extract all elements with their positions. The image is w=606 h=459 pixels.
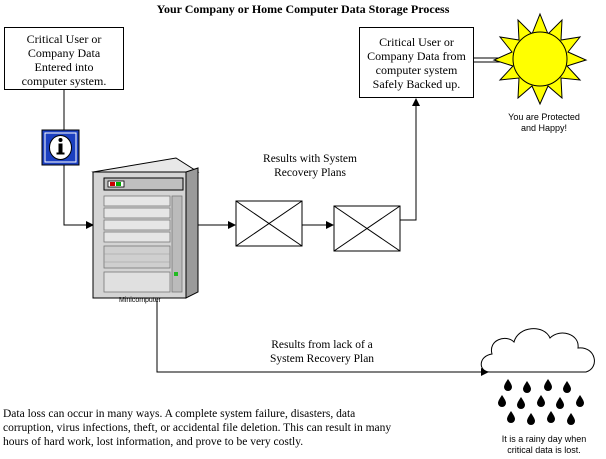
results-with-plan-label: Results with System Recovery Plans	[242, 152, 378, 180]
results-with-plan-line: Recovery Plans	[274, 167, 346, 179]
rain-caption-line: It is a rainy day when	[501, 434, 587, 444]
rain-caption-line: critical data is lost.	[507, 445, 581, 455]
sun-icon	[492, 12, 588, 106]
computer-to-cloud-connector	[156, 300, 489, 376]
data-loss-line: Data loss can occur in many ways. A comp…	[3, 408, 356, 420]
rain-cloud-icon	[480, 328, 595, 373]
backup-data-line: computer system	[375, 63, 458, 77]
results-with-plan-line: Results with System	[263, 153, 357, 165]
input-data-line: Critical User or	[26, 32, 102, 46]
backup-data-line: Safely Backed up.	[372, 77, 461, 91]
minicomputer-icon	[91, 157, 200, 299]
results-without-plan-line: System Recovery Plan	[269, 353, 375, 365]
backup-data-line: Company Data from	[367, 49, 466, 63]
data-loss-paragraph: Data loss can occur in many ways. A comp…	[3, 407, 473, 449]
backup-data-line: Critical User or	[379, 35, 454, 49]
tape2-to-backup-connector	[400, 98, 420, 221]
diagram-title: Your Company or Home Computer Data Stora…	[156, 2, 450, 16]
results-without-plan-label: Results from lack of a System Recovery P…	[250, 338, 394, 366]
minicomputer-label: Minicomputer	[118, 297, 161, 304]
data-loss-line: corruption, virus infections, theft, or …	[3, 422, 392, 434]
input-data-line: Entered into	[34, 60, 94, 74]
tape-storage-2	[333, 205, 401, 252]
input-data-line: Company Data	[27, 46, 101, 60]
results-without-plan-line: Results from lack of a	[271, 339, 373, 351]
rain-caption: It is a rainy day when critical data is …	[484, 434, 604, 456]
tape-storage-1	[235, 200, 303, 247]
input-data-line: computer system.	[21, 74, 107, 88]
data-loss-line: hours of hard work, lost information, an…	[3, 436, 304, 448]
info-icon	[41, 129, 80, 166]
backup-data-box: Critical User or Company Data from compu…	[359, 27, 474, 98]
sun-caption: You are Protected and Happy!	[494, 112, 594, 134]
sun-caption-line: You are Protected	[508, 112, 580, 122]
raindrops	[498, 379, 584, 425]
sun-caption-line: and Happy!	[520, 123, 568, 133]
input-data-box: Critical User or Company Data Entered in…	[4, 27, 124, 90]
